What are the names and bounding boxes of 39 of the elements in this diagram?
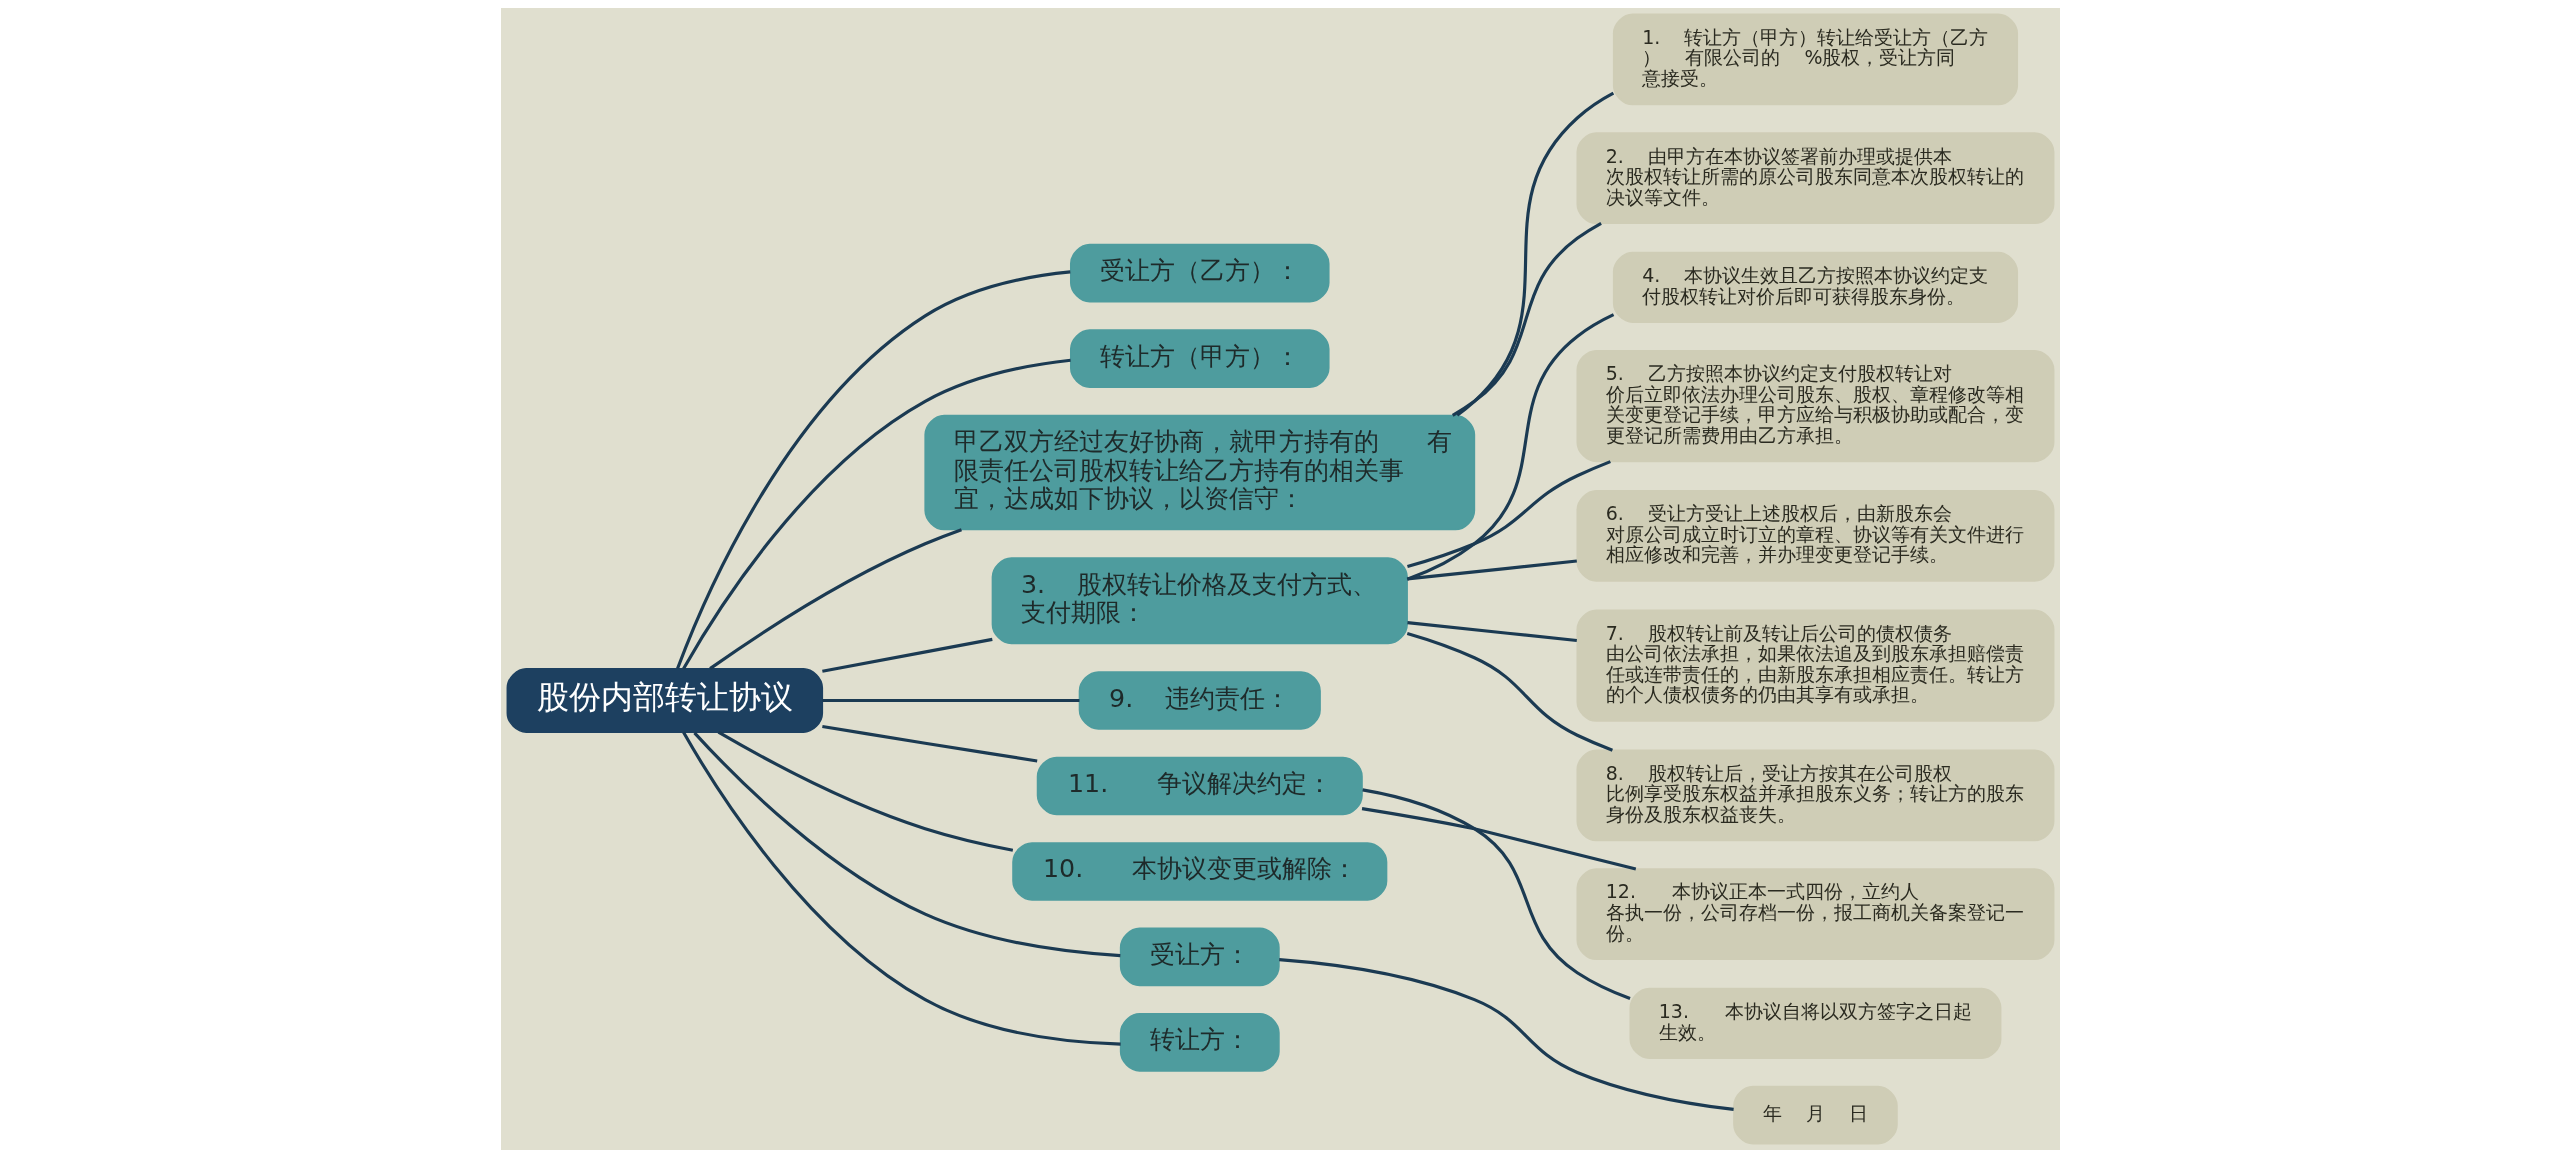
connector [692, 731, 1120, 958]
node-box: 2. 由甲方在本协议签署前办理或提供本次股权转让所需的原公司股东同意本次股权转让的决议等文件。 [1575, 132, 2054, 225]
connector [681, 358, 1071, 670]
connector [821, 637, 993, 673]
connector [1278, 958, 1734, 1111]
node-box: 股份内部转让协议 [506, 668, 823, 733]
connector [681, 731, 1121, 1046]
node-box: 9. 违约责任： [1078, 671, 1321, 730]
node-box: 受让方（乙方）： [1069, 243, 1330, 303]
connector [1361, 788, 1631, 1000]
node-box: 7. 股权转让前及转让后公司的债权债务由公司依法承担，如果依法追及到股东承担赔偿责任或连带责任的，由新股东承担相应责任。转让方的个人债权债务的仍由其享有或承担。 [1575, 609, 2054, 722]
connector [1406, 313, 1614, 581]
node-box: 11. 争议解决约定： [1036, 756, 1363, 816]
connector [821, 724, 1037, 763]
connector [1406, 460, 1611, 569]
connector [717, 730, 1013, 852]
connector [1455, 91, 1614, 417]
node-box: 6. 受让方受让上述股权后，由新股东会对原公司成立时订立的章程、协议等有关文件进行相应修改和完善，并办理变更登记手续。 [1575, 489, 2054, 582]
connector [1451, 221, 1602, 417]
node-box: 受让方： [1119, 927, 1280, 987]
node-box: 12. 本协议正本一式四份，立约人各执一份，公司存档一份，报工商机关备案登记一份。 [1575, 868, 2054, 961]
connector [1406, 631, 1613, 752]
connector [708, 528, 962, 670]
node-box: 转让方（甲方）： [1069, 329, 1330, 388]
connector [675, 270, 1070, 670]
node-box: 13. 本协议自将以双方签字之日起生效。 [1629, 987, 2001, 1059]
node-box: 转让方： [1119, 1013, 1280, 1072]
connector [821, 698, 1079, 703]
node-box: 甲乙双方经过友好协商，就甲方持有的 有限责任公司股权转让给乙方持有的相关事宜，达成如下协议，以资信守： [923, 414, 1475, 531]
node-box: 4. 本协议生效且乙方按照本协议约定支付股权转让对价后即可获得股东身份。 [1612, 251, 2018, 323]
connector [1361, 807, 1636, 871]
node-box: 5. 乙方按照本协议约定支付股权转让对价后立即依法办理公司股东、股权、章程修改等相关变更登记手续，甲方应给与积极协助或配合，变更登记所需费用由乙方承担。 [1575, 349, 2054, 463]
node-box: 10. 本协议变更或解除： [1011, 842, 1387, 901]
node-box: 1. 转让方（甲方）转让给受让方（乙方） 有限公司的 %股权，受让方同意接受。 [1612, 13, 2018, 106]
connector [1406, 621, 1577, 643]
node-box: 3. 股权转让价格及支付方式、支付期限： [991, 557, 1408, 645]
node-box: 年 月 日 [1732, 1085, 1898, 1145]
connector [1406, 559, 1577, 581]
node-box: 8. 股权转让后，受让方按其在公司股权比例享受股东权益并承担股东义务；转让方的股东身份及股东权益丧失。 [1575, 749, 2054, 842]
